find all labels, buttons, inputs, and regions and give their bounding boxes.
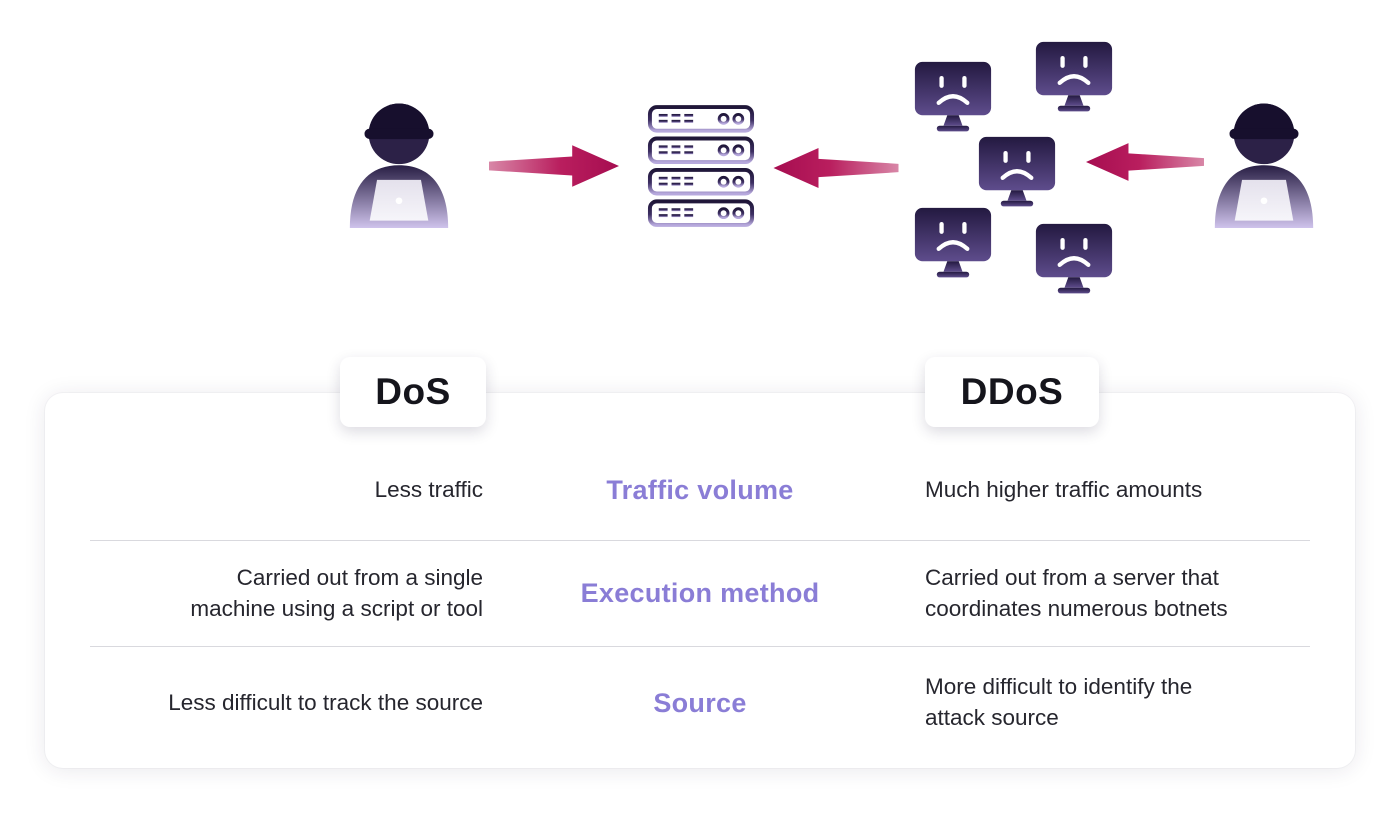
table-row-execution-method: Carried out from a single machine using … xyxy=(90,541,1310,647)
monitor-sad-icon xyxy=(977,135,1057,215)
monitor-sad-icon xyxy=(1034,40,1114,120)
dos-traffic-cell: Less traffic xyxy=(374,477,483,503)
arrow-left-icon xyxy=(1086,138,1204,186)
ddos-header-label: DDoS xyxy=(960,371,1064,412)
monitor-sad-icon xyxy=(913,60,993,140)
row-label-source: Source xyxy=(653,687,747,718)
dos-execution-cell: Carried out from a single machine using … xyxy=(190,564,483,621)
arrow-left-icon xyxy=(772,143,900,193)
monitor-sad-icon xyxy=(1034,222,1114,302)
monitor-sad-icon xyxy=(913,206,993,286)
dos-header: DoS xyxy=(340,357,486,427)
ddos-source-cell: More difficult to identify the attack so… xyxy=(925,674,1193,730)
hacker-icon xyxy=(335,92,463,228)
server-icon xyxy=(646,104,756,230)
ddos-traffic-cell: Much higher traffic amounts xyxy=(925,477,1203,503)
row-label-execution: Execution method xyxy=(580,578,820,609)
table-row-source: Less difficult to track the source Sourc… xyxy=(90,647,1310,759)
row-label-traffic: Traffic volume xyxy=(606,475,794,506)
dos-source-cell: Less difficult to track the source xyxy=(168,689,483,715)
table-row-traffic-volume: Less traffic Traffic volume Much higher … xyxy=(90,441,1310,541)
dos-header-label: DoS xyxy=(375,371,451,412)
ddos-header: DDoS xyxy=(925,357,1099,427)
hacker-icon xyxy=(1200,92,1328,228)
comparison-table: Less traffic Traffic volume Much higher … xyxy=(45,393,1355,768)
arrow-right-icon xyxy=(483,140,625,192)
ddos-execution-cell: Carried out from a server that coordinat… xyxy=(925,564,1228,621)
